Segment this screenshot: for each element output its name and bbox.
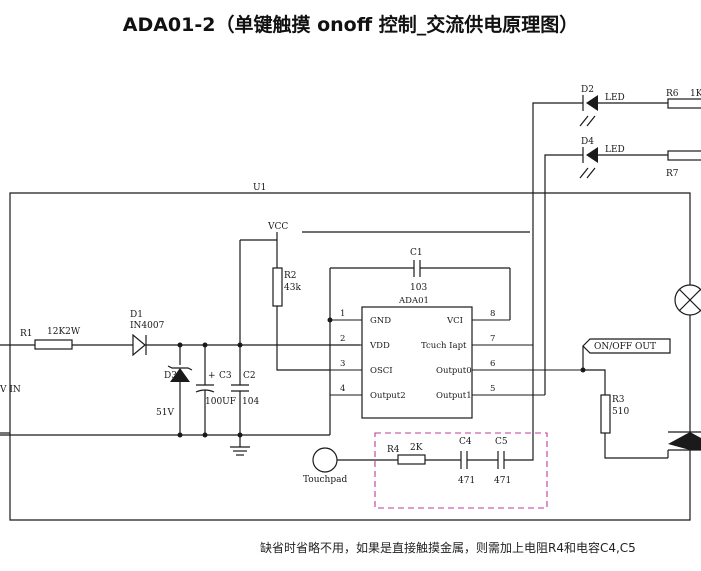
r3-value: 510 (612, 407, 629, 417)
d4-led (586, 147, 598, 163)
r1-value: 12K2W (47, 327, 81, 337)
vcc-label: VCC (267, 222, 288, 232)
c5-label: C5 (495, 437, 508, 447)
pin-no-6: 6 (490, 359, 495, 369)
ic-right-pins: 8 7 6 5 VCI Tcuch Iapt Output0 Output1 (421, 309, 583, 401)
pin-vdd: VDD (369, 341, 390, 351)
ic-name: ADA01 (398, 296, 429, 306)
onoff-out-tag (582, 338, 671, 354)
r4-resistor (397, 454, 426, 465)
vin-label: V IN (0, 385, 21, 395)
r1-label: R1 (20, 329, 33, 339)
c5-value: 471 (494, 476, 511, 486)
r1-resistor (34, 339, 73, 350)
r2-resistor (272, 267, 283, 307)
pin-no-8: 8 (490, 309, 495, 319)
pin-osci: OSCI (370, 366, 393, 376)
diagram-title: ADA01-2（单键触摸 onoff 控制_交流供电原理图） (122, 14, 579, 36)
pin-no-7: 7 (490, 334, 495, 344)
r4-value: 2K (410, 443, 423, 453)
c2-label: C2 (243, 371, 256, 381)
r6-value: 1K (690, 89, 701, 99)
c3-label: C3 (219, 371, 232, 381)
d2-label: D2 (581, 85, 594, 95)
touchpad-symbol (312, 447, 338, 473)
c1-value: 103 (410, 283, 427, 293)
d1-value: IN4007 (130, 321, 165, 331)
d3-label: D3 (164, 371, 177, 381)
d4-value: LED (605, 145, 625, 155)
touchpad-label: Touchpad (303, 475, 347, 485)
pin-output1: Output1 (436, 391, 472, 401)
c4-label: C4 (459, 437, 472, 447)
pin-output0: Output0 (436, 366, 472, 376)
d2-led (586, 95, 598, 111)
c2-value: 104 (242, 397, 259, 407)
c4-value: 471 (458, 476, 475, 486)
optional-parts-box (374, 432, 548, 509)
pin-no-4: 4 (340, 384, 345, 394)
pin-no-5: 5 (490, 384, 495, 394)
d1-diode (132, 333, 146, 357)
r4-label: R4 (387, 445, 400, 455)
d2-value: LED (605, 93, 625, 103)
r7-resistor (667, 150, 701, 161)
d1-label: D1 (130, 310, 143, 320)
r6-label: R6 (666, 89, 679, 99)
pin-vci: VCI (446, 316, 463, 326)
pin-gnd: GND (370, 316, 391, 326)
r2-value: 43k (284, 283, 301, 293)
pin-no-3: 3 (340, 359, 345, 369)
r2-label: R2 (284, 271, 297, 281)
footnote: 缺省时省略不用，如果是直接触摸金属，则需加上电阻R4和电容C4,C5 (260, 540, 636, 555)
c3-plus: + (208, 371, 216, 381)
r7-label: R7 (666, 169, 679, 179)
c3-value: 100UF (205, 397, 236, 407)
d3-zener-diode (170, 368, 190, 382)
pin-output2: Output2 (370, 391, 406, 401)
d3-value: 51V (156, 408, 174, 418)
c1-label: C1 (410, 248, 423, 258)
d4-label: D4 (581, 137, 594, 147)
pin-no-1: 1 (340, 309, 345, 319)
triac-symbol (668, 432, 690, 450)
ic-left-pins: 1 2 3 4 GND VDD OSCI Output2 (330, 309, 406, 401)
pin-touch-input: Tcuch Iapt (421, 341, 467, 351)
r3-resistor (600, 394, 611, 434)
u1-label: U1 (253, 183, 266, 193)
pin-no-2: 2 (340, 334, 345, 344)
u1-bus-wire (9, 192, 691, 435)
r6-resistor (667, 98, 701, 109)
ada01-ic (361, 306, 473, 419)
r3-label: R3 (612, 395, 625, 405)
onoff-out-label: ON/OFF OUT (594, 342, 656, 352)
